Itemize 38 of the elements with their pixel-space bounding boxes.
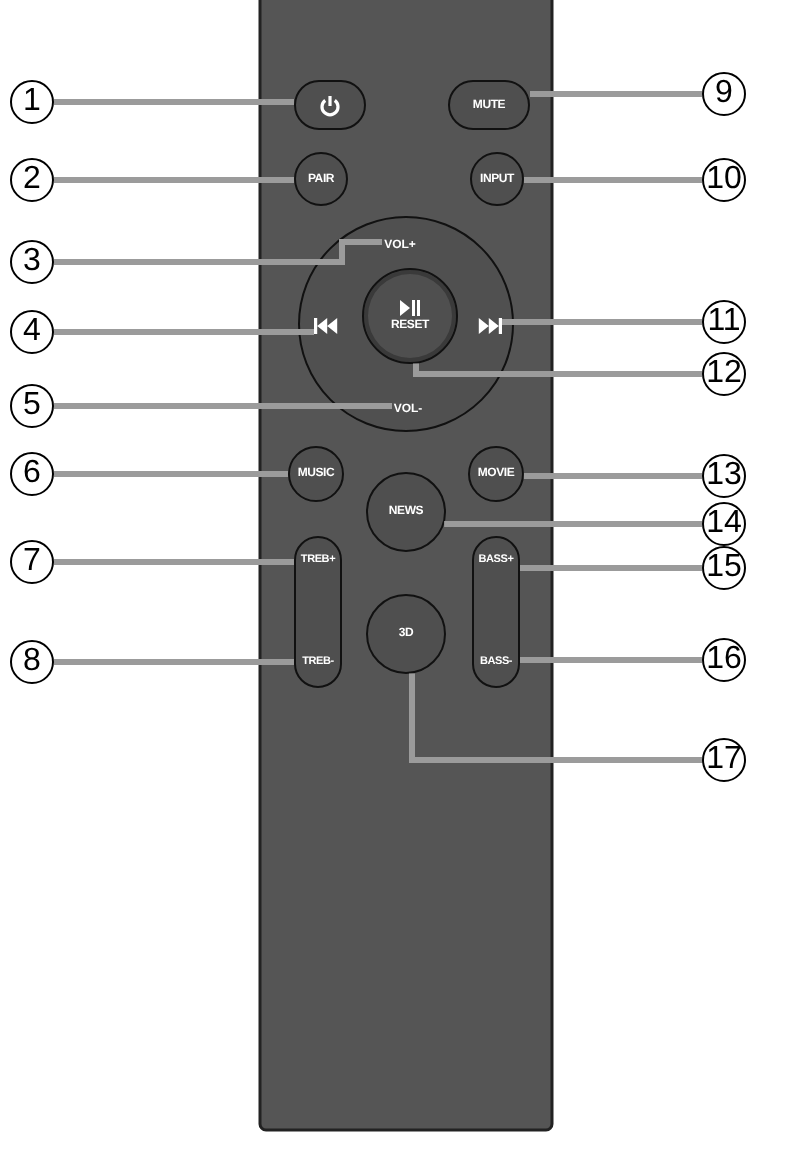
leader-line	[54, 99, 294, 105]
callout-number: 12	[702, 352, 746, 396]
callout-number: 4	[10, 310, 54, 354]
callout-number: 2	[10, 158, 54, 202]
rocker-button	[472, 536, 520, 688]
leader-line	[413, 363, 702, 377]
leader-line	[520, 657, 702, 663]
callout-number: 17	[702, 738, 746, 782]
callout-number: 14	[702, 502, 746, 546]
leader-line	[54, 559, 294, 565]
leader-line	[444, 521, 702, 527]
leader-line	[54, 659, 294, 665]
callout-number: 11	[702, 300, 746, 344]
callout-number: 10	[702, 158, 746, 202]
callout-number: 5	[10, 384, 54, 428]
callout-number: 13	[702, 454, 746, 498]
leader-line	[520, 565, 702, 571]
leader-line	[54, 239, 382, 265]
callout-number: 15	[702, 546, 746, 590]
callout-number: 6	[10, 452, 54, 496]
previous-track-icon	[314, 318, 338, 334]
leader-line	[54, 471, 288, 477]
leader-line	[502, 319, 702, 325]
callout-number: 7	[10, 540, 54, 584]
leader-line	[54, 329, 314, 335]
callout-number: 3	[10, 240, 54, 284]
callout-number: 16	[702, 638, 746, 682]
leader-line	[54, 403, 392, 409]
leader-line	[409, 673, 702, 763]
next-track-icon	[478, 318, 502, 334]
leader-line	[523, 473, 702, 479]
callout-number: 1	[10, 80, 54, 124]
callout-number: 8	[10, 640, 54, 684]
leader-line	[530, 91, 702, 97]
leader-line	[54, 177, 294, 183]
rocker-button	[294, 536, 342, 688]
callout-number: 9	[702, 72, 746, 116]
leader-line	[524, 177, 702, 183]
